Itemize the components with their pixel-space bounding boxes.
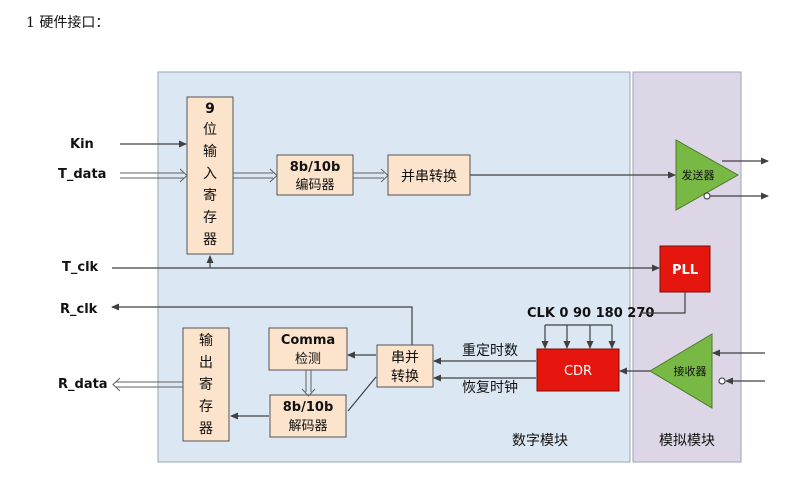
section-heading: 1 硬件接口： — [26, 15, 110, 31]
serializer-block — [387, 154, 471, 196]
deserializer-label-2: 转换 — [391, 368, 419, 385]
reg-to-encoder-bus-head — [269, 168, 278, 183]
decoder-block — [269, 394, 347, 438]
deserializer-block — [376, 344, 434, 388]
comma-label-2: 检测 — [295, 352, 321, 367]
t-data-label: T_data — [58, 167, 106, 182]
input-register-char: 入 — [203, 166, 217, 182]
r-data-bus-head — [112, 377, 121, 392]
r-data-label: R_data — [58, 377, 108, 392]
receiver-amplifier — [649, 333, 713, 409]
pll-block — [659, 245, 711, 293]
comma-label-1: Comma — [281, 333, 335, 348]
input-register-char: 输 — [203, 144, 217, 160]
encoder-block — [276, 154, 354, 196]
recover-clock-label: 恢复时钟 — [462, 379, 518, 396]
input-register-char: 器 — [203, 232, 217, 248]
decoder-label-2: 解码器 — [288, 419, 327, 434]
output-register-char: 器 — [199, 421, 213, 437]
encoder-label-2: 编码器 — [295, 178, 334, 193]
analog-module-label: 模拟模块 — [659, 433, 715, 449]
comma-detect-block — [268, 327, 348, 371]
transmitter-label: 发送器 — [682, 168, 715, 182]
pll-label: PLL — [672, 263, 698, 278]
deserializer-to-decoder — [347, 376, 377, 412]
input-register-char: 寄 — [203, 187, 217, 204]
digital-module-label: 数字模块 — [512, 433, 568, 449]
output-register-char: 输 — [199, 333, 213, 349]
encoder-to-serializer-bus-head — [380, 168, 389, 183]
cdr-label: CDR — [564, 364, 592, 379]
transmitter-inverter-bubble — [703, 192, 711, 200]
comma-to-decoder-bus-head — [301, 388, 316, 397]
r-clk-label: R_clk — [60, 302, 98, 317]
receiver-inverter-bubble — [718, 377, 726, 385]
digital-module-region — [157, 71, 631, 463]
kin-label: Kin — [70, 137, 94, 152]
output-register-char: 出 — [199, 355, 213, 371]
receiver-label: 接收器 — [674, 364, 707, 378]
output-register-char: 寄 — [199, 376, 213, 393]
output-register-char: 存 — [199, 399, 213, 415]
input-register-char: 位 — [203, 122, 217, 138]
encoder-label-1: 8b/10b — [290, 160, 341, 175]
retime-data-label: 重定时数 — [462, 343, 518, 359]
t-clk-label: T_clk — [62, 260, 99, 275]
output-register-block — [182, 327, 230, 442]
input-register-char: 存 — [203, 210, 217, 226]
input-register-char: 9 — [205, 101, 215, 117]
serializer-label: 并串转换 — [401, 168, 457, 185]
cdr-block — [536, 348, 620, 392]
decoder-label-1: 8b/10b — [283, 400, 334, 415]
r-clk-line — [111, 303, 413, 345]
deserializer-label-1: 串并 — [391, 350, 419, 366]
t-data-bus-head — [179, 168, 188, 183]
pll-clock-bus — [640, 292, 686, 314]
clk-phases-label: CLK 0 90 180 270 — [527, 306, 654, 321]
